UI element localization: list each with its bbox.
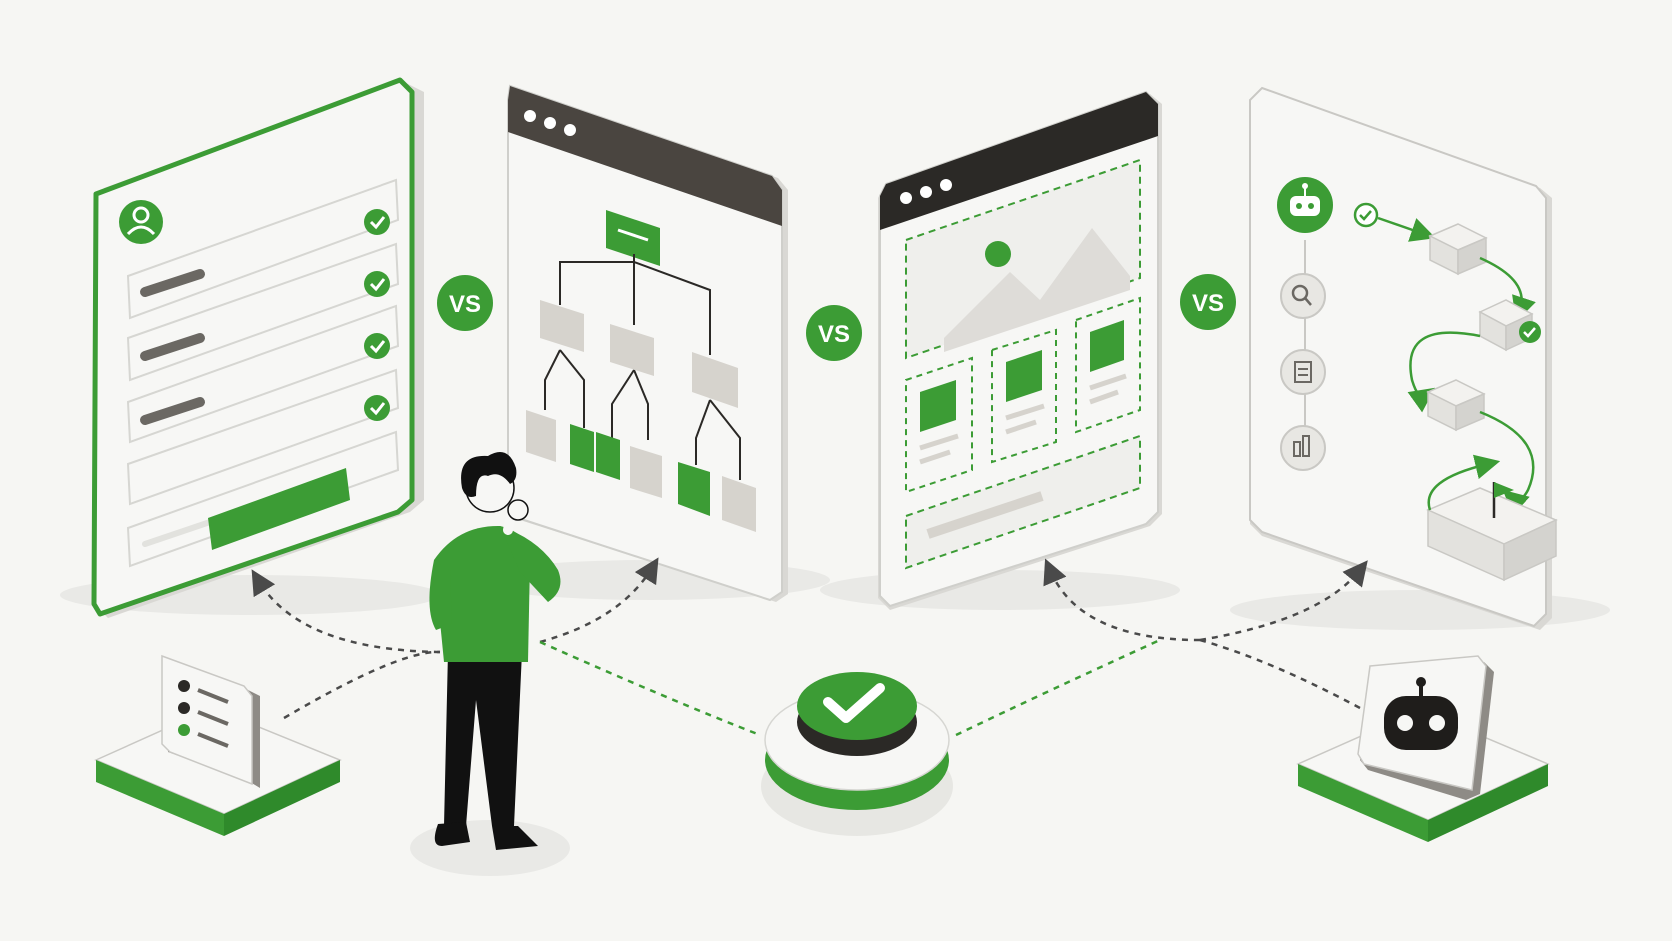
check-icon	[364, 271, 390, 297]
svg-text:VS: VS	[1192, 290, 1224, 317]
tree-connectors	[544, 254, 741, 480]
content-card	[905, 356, 973, 494]
goal-platform	[1426, 482, 1558, 582]
form-panel[interactable]	[91, 77, 424, 618]
legs	[444, 652, 522, 826]
document-icon[interactable]	[1280, 349, 1326, 395]
form-field[interactable]	[126, 368, 400, 506]
browser-titlebar	[508, 86, 782, 226]
robot-pedestal	[1296, 655, 1550, 842]
robot-icon	[1277, 177, 1333, 233]
submit-button[interactable]	[208, 468, 350, 550]
footer-placeholder	[905, 434, 1141, 570]
user-icon	[119, 200, 163, 244]
content-card	[991, 328, 1057, 464]
check-icon	[364, 395, 390, 421]
browser-titlebar	[880, 92, 1158, 230]
vs-badge: VS	[806, 305, 862, 361]
robot-icon	[1357, 655, 1494, 800]
workflow-node	[1428, 223, 1488, 276]
form-field[interactable]	[126, 242, 400, 382]
checklist-pedestal	[94, 654, 342, 836]
form-field[interactable]	[126, 304, 400, 444]
automation-panel[interactable]	[1249, 86, 1558, 630]
window-dots	[900, 179, 952, 204]
connector-lines	[251, 557, 1368, 737]
check-icon	[364, 209, 390, 235]
flag-icon	[1494, 482, 1514, 498]
workflow-diagram	[1353, 202, 1558, 582]
tree-nodes	[526, 300, 756, 532]
checklist-icon	[161, 654, 260, 788]
person-figure	[410, 452, 570, 876]
vs-badge: VS	[437, 275, 493, 331]
svg-text:VS: VS	[818, 321, 850, 348]
chart-icon[interactable]	[1280, 425, 1326, 471]
vs-badge: VS	[1180, 274, 1236, 330]
hierarchy-icon	[606, 210, 660, 266]
flowchart-panel[interactable]	[507, 84, 788, 602]
content-card	[1075, 296, 1141, 434]
window-dots	[524, 110, 576, 136]
svg-text:VS: VS	[449, 291, 481, 318]
wireframe-panel[interactable]	[878, 90, 1162, 610]
check-icon	[364, 333, 390, 359]
form-field[interactable]	[126, 178, 400, 320]
image-icon	[985, 241, 1011, 267]
search-icon[interactable]	[1280, 273, 1326, 319]
checkmark-icon	[761, 672, 953, 836]
workflow-node	[1426, 379, 1486, 432]
hero-image-placeholder	[905, 158, 1141, 360]
